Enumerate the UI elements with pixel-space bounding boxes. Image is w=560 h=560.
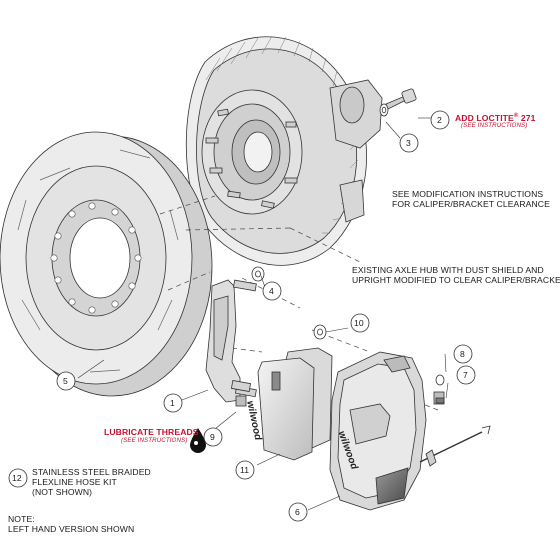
washer-10 <box>313 324 327 340</box>
caliper-bracket <box>205 279 257 403</box>
callout-12: 12 <box>12 473 22 483</box>
leader-lines <box>77 117 449 511</box>
rotor <box>0 131 213 397</box>
lubricate-threads-label: LUBRICATE THREADS <box>104 427 199 437</box>
loctite-note: ADD LOCTITE® 271 <box>455 111 536 123</box>
modification-line-2: FOR CALIPER/BRACKET CLEARANCE <box>392 199 550 209</box>
callout-circles <box>8 110 476 522</box>
loctite-label: ADD LOCTITE <box>455 112 514 123</box>
lubricate-see-instructions: (SEE INSTRUCTIONS) <box>121 437 188 444</box>
loctite-number: 271 <box>518 112 536 123</box>
brake-pads <box>257 347 333 461</box>
washer-4 <box>251 266 265 282</box>
bolt-9 <box>230 380 252 407</box>
loctite-registered: ® <box>513 113 519 119</box>
callout-4: 4 <box>269 286 274 296</box>
lubricate-drop-icon <box>190 428 206 453</box>
modification-line-1: SEE MODIFICATION INSTRUCTIONS <box>392 189 544 199</box>
axle-hub-line-1: EXISTING AXLE HUB WITH DUST SHIELD AND <box>352 265 544 275</box>
loctite-see-instructions: (SEE INSTRUCTIONS) <box>461 122 528 129</box>
note-label: NOTE: <box>8 514 35 524</box>
hose-kit-line-1: STAINLESS STEEL BRAIDED <box>32 467 151 477</box>
caliper-pin <box>419 425 491 467</box>
callout-3: 3 <box>406 138 411 148</box>
callout-10: 10 <box>354 318 364 328</box>
axle-hub-line-2: UPRIGHT MODIFIED TO CLEAR CALIPER/BRACKE… <box>352 275 560 285</box>
callout-8: 8 <box>460 349 465 359</box>
hose-kit-line-3: (NOT SHOWN) <box>32 487 93 497</box>
hose-kit-line-2: FLEXLINE HOSE KIT <box>32 477 117 487</box>
callout-2: 2 <box>437 115 442 125</box>
callout-5: 5 <box>63 376 68 386</box>
callout-1: 1 <box>170 398 175 408</box>
caliper-body <box>329 351 427 511</box>
dust-shield-and-hub <box>185 35 383 266</box>
callout-11: 11 <box>240 465 250 475</box>
callout-6: 6 <box>295 507 300 517</box>
bleeder-and-washer <box>433 374 445 405</box>
note-text: LEFT HAND VERSION SHOWN <box>8 524 135 534</box>
bolt-and-washer <box>379 88 417 117</box>
callout-9: 9 <box>210 432 215 442</box>
callout-7: 7 <box>463 370 468 380</box>
